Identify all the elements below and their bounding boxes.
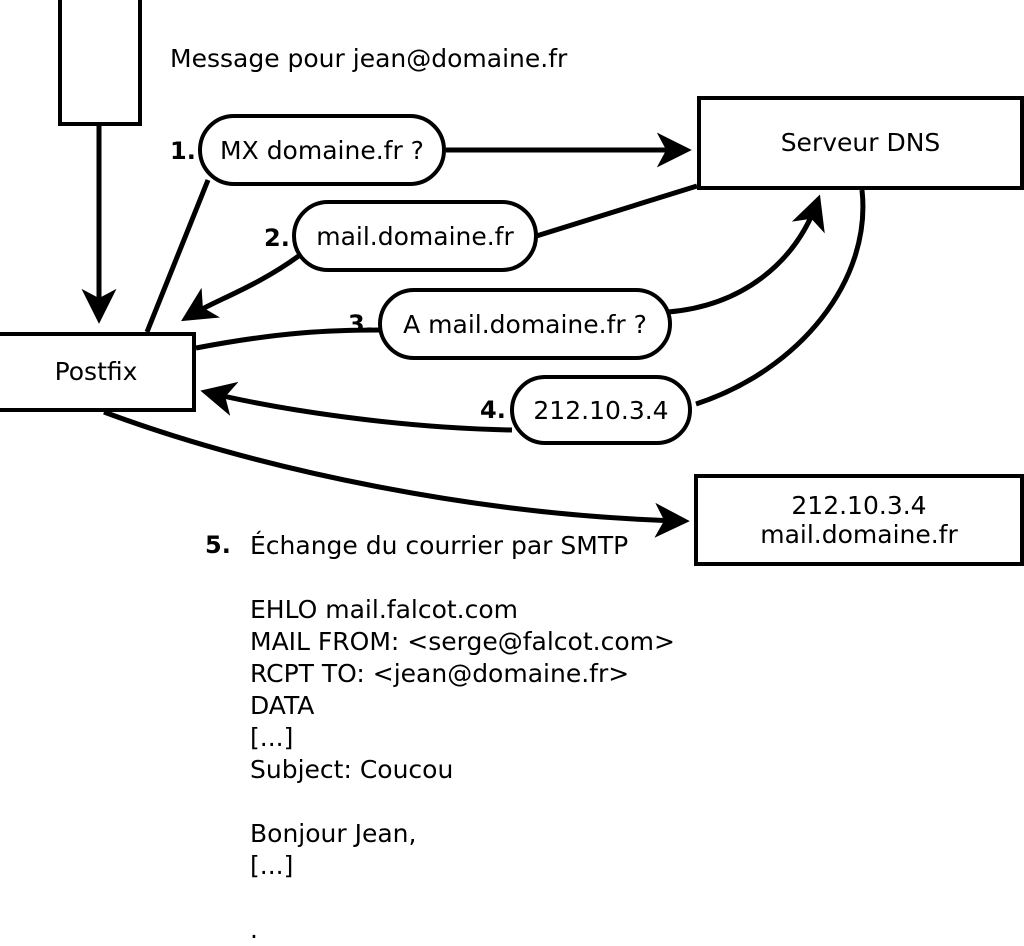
edge-bubble2-to-postfix (181, 252, 302, 322)
smtp-transcript-line: [...] (250, 723, 294, 752)
client-box (58, 0, 142, 126)
step-2-number: 2. (264, 224, 290, 252)
smtp-transcript-line: RCPT TO: <jean@domaine.fr> (250, 659, 630, 688)
smtp-transcript-line: EHLO mail.falcot.com (250, 595, 519, 624)
step-1-bubble-label: MX domaine.fr ? (220, 135, 424, 165)
dns-server-box: Serveur DNS (697, 96, 1024, 190)
step-4-bubble-label: 212.10.3.4 (533, 395, 669, 425)
step-4-number: 4. (480, 396, 506, 424)
step-2-bubble: mail.domaine.fr (292, 200, 538, 272)
edge-bubble4-to-postfix (200, 381, 513, 433)
smtp-transcript-line: DATA (250, 691, 315, 720)
message-caption: Message pour jean@domaine.fr (170, 44, 568, 73)
smtp-transcript-line (250, 786, 675, 818)
postfix-box: Postfix (0, 332, 196, 412)
mail-server-hostname: mail.domaine.fr (760, 520, 958, 549)
smtp-transcript-line: [...] (250, 851, 294, 880)
smtp-transcript-line: Bonjour Jean, (250, 819, 417, 848)
edge-bubble3-to-dns (667, 194, 825, 315)
smtp-transcript-line: MAIL FROM: <serge@falcot.com> (250, 627, 675, 656)
step-3-number: 3. (348, 310, 374, 338)
smtp-transcript-line (250, 882, 675, 914)
step-3-bubble-label: A mail.domaine.fr ? (403, 309, 647, 339)
step-3-bubble: A mail.domaine.fr ? (378, 288, 672, 360)
edge-dns-to-bubble4 (695, 189, 866, 407)
postfix-box-label: Postfix (54, 357, 138, 387)
dns-server-box-label: Serveur DNS (780, 128, 941, 158)
mail-server-box: 212.10.3.4 mail.domaine.fr (694, 474, 1024, 566)
step-1-number: 1. (170, 137, 196, 165)
step-2-bubble-label: mail.domaine.fr (316, 221, 514, 251)
smtp-transcript-line: Subject: Coucou (250, 755, 454, 784)
step-5-number: 5. (205, 531, 231, 559)
mail-server-ip: 212.10.3.4 (791, 490, 927, 520)
edge-postfix-to-bubble1 (144, 179, 211, 333)
step-4-bubble: 212.10.3.4 (510, 375, 692, 445)
step-1-bubble: MX domaine.fr ? (198, 114, 446, 186)
step-5-label: Échange du courrier par SMTP (250, 531, 629, 560)
edge-dns-to-bubble2 (529, 183, 698, 241)
